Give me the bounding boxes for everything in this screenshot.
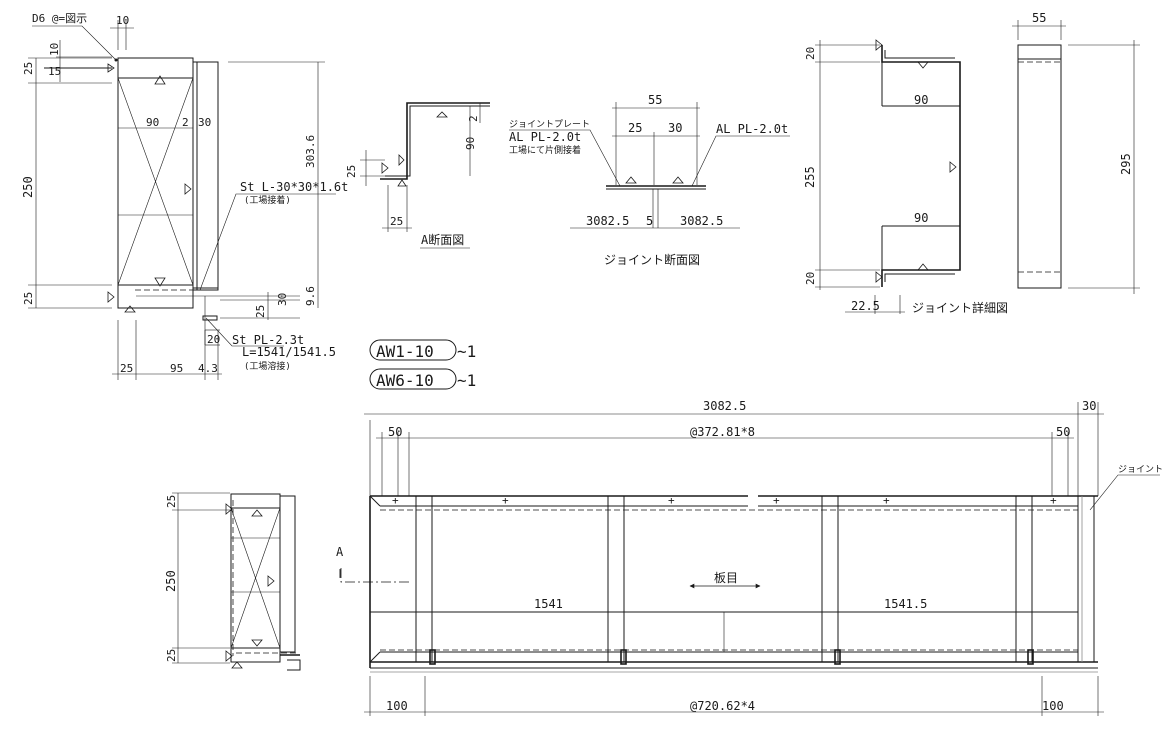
st-plate-note: (工場溶接) <box>244 360 291 372</box>
anchor-mark-3: + <box>668 494 675 507</box>
detail-dim-22-5: 22.5 <box>851 299 880 313</box>
detail-dim-20-top: 20 <box>804 47 817 60</box>
elev-pitch-top: @372.81*8 <box>690 425 755 439</box>
section-cut-tick: ー <box>333 568 346 579</box>
elev-dim-1541-5: 1541.5 <box>884 597 927 611</box>
anchor-mark-4: + <box>773 494 780 507</box>
a-dim-2: 2 <box>467 115 480 122</box>
a-section-title: A断面図 <box>421 232 464 247</box>
dim-90-a: 90 <box>146 116 159 129</box>
joint-section-title: ジョイント断面図 <box>604 252 700 267</box>
detail-dim-255: 255 <box>803 166 817 188</box>
joint-dim-25: 25 <box>628 121 642 135</box>
detail-dim-90-top: 90 <box>914 93 928 107</box>
dim-10-top: 10 <box>116 14 129 27</box>
dim-9-6: 9.6 <box>304 286 317 306</box>
elev-dim-30: 30 <box>1082 399 1096 413</box>
anchor-mark-1: + <box>392 494 399 507</box>
side-dim-250: 250 <box>164 570 178 592</box>
anchor-mark-2: + <box>502 494 509 507</box>
joint-plate-note: 工場にて片側接着 <box>509 144 581 156</box>
tag-aw1: AW1-10 <box>376 342 434 361</box>
dim-25-d: 25 <box>120 362 133 375</box>
tag-aw6: AW6-10 <box>376 371 434 390</box>
detail-dim-55: 55 <box>1032 11 1046 25</box>
joint-plate-label: ジョイントプレート <box>509 119 590 130</box>
st-angle-label: St L-30*30*1.6t <box>240 180 348 194</box>
detail-dim-20-bottom: 20 <box>804 272 817 285</box>
a-section-view: 2 90 25 25 A断面図 <box>345 102 490 249</box>
dim-95: 95 <box>170 362 183 375</box>
joint-plate-material: AL PL-2.0t <box>509 130 581 144</box>
joint-section-view: 55 25 30 3082.5 5 3082.5 ジョイントプレート AL PL… <box>509 93 790 267</box>
grain-direction-label: 板目 <box>714 571 738 585</box>
elev-dim-100-left: 100 <box>386 699 408 713</box>
elev-dim-3082-5: 3082.5 <box>703 399 746 413</box>
wall-elevation: 3082.5 30 50 @372.81*8 50 <box>333 399 1163 716</box>
wall-type-tags: AW1-10 ~1 AW6-10 ~1 <box>369 339 476 390</box>
joint-detail-view: 20 255 20 90 90 22.5 ジョイント詳細図 55 <box>803 11 1140 315</box>
rebar-label: D6 @=図示 <box>32 12 87 25</box>
dim-25-c: 25 <box>254 305 267 318</box>
dim-30-b: 30 <box>276 293 289 306</box>
tag-aw1-suffix: ~1 <box>457 342 476 361</box>
joint-dim-3082-right: 3082.5 <box>680 214 723 228</box>
elev-dim-1541: 1541 <box>534 597 563 611</box>
dim-250-a: 250 <box>21 176 35 198</box>
dim-30-a: 30 <box>198 116 211 129</box>
al-plate-label: AL PL-2.0t <box>716 122 788 136</box>
a-dim-25-bottom: 25 <box>390 215 403 228</box>
dim-2-a: 2 <box>182 116 189 129</box>
dim-20-a: 20 <box>207 333 220 346</box>
st-plate-length: L=1541/1541.5 <box>242 345 336 359</box>
joint-dim-30: 30 <box>668 121 682 135</box>
anchor-mark-6: + <box>1050 494 1057 507</box>
leader-dot <box>114 58 118 62</box>
joint-dim-55: 55 <box>648 93 662 107</box>
elev-dim-100-right: 100 <box>1042 699 1064 713</box>
dim-25-a: 25 <box>22 62 35 75</box>
detail-dim-295: 295 <box>1119 153 1133 175</box>
side-dim-25-bottom: 25 <box>165 649 178 662</box>
st-angle-note: (工場接着) <box>244 194 291 206</box>
wall-section: 10 D6 @=図示 25 250 25 10 15 90 2 30 <box>21 12 348 380</box>
dim-10-side: 10 <box>48 43 61 56</box>
joint-callout: ジョイント <box>1118 465 1163 475</box>
joint-detail-title: ジョイント詳細図 <box>912 300 1008 315</box>
dim-303-6: 303.6 <box>304 135 317 168</box>
tag-aw6-suffix: ~1 <box>457 371 476 390</box>
joint-dim-5: 5 <box>646 214 653 228</box>
detail-dim-90-bottom: 90 <box>914 211 928 225</box>
dim-4-3: 4.3 <box>198 362 218 375</box>
side-dim-25-top: 25 <box>165 495 178 508</box>
dim-25-b: 25 <box>22 292 35 305</box>
anchor-mark-5: + <box>883 494 890 507</box>
elev-pitch-bottom: @720.62*4 <box>690 699 755 713</box>
section-cut-mark: A <box>336 545 344 559</box>
small-side-section: 25 250 25 <box>164 492 301 671</box>
a-dim-90: 90 <box>464 137 477 150</box>
elev-dim-50-right: 50 <box>1056 425 1070 439</box>
elev-dim-50-left: 50 <box>388 425 402 439</box>
dim-15: 15 <box>48 65 61 78</box>
st-plate-label: St PL-2.3t <box>232 333 304 347</box>
a-dim-25: 25 <box>345 165 358 178</box>
joint-dim-3082-left: 3082.5 <box>586 214 629 228</box>
